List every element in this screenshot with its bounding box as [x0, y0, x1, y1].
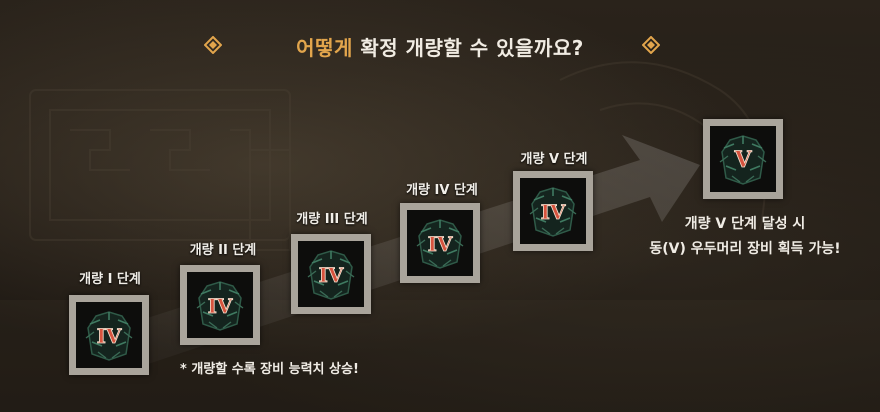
emblem-detail [529, 207, 577, 235]
emblem-detail [531, 187, 575, 237]
emblem-detail [311, 251, 351, 286]
emblem-detail [420, 220, 460, 255]
emblem-detail [198, 281, 242, 331]
armor-emblem-icon: IV [416, 219, 464, 269]
stage-label: 개량 II 단계 [189, 243, 257, 258]
result-description: 개량 V 단계 달성 시 동(V) 우두머리 장비 획득 가능! [600, 212, 880, 262]
armor-emblem-icon: IV [529, 187, 577, 237]
item-slot-4[interactable]: IV [400, 203, 480, 283]
stage-3: 개량 III 단계 [286, 208, 378, 227]
emblem-detail [89, 312, 129, 347]
emblem-detail [85, 331, 133, 359]
emblem-numeral: IV [541, 200, 566, 224]
stage-label: 개량 V 단계 [520, 152, 588, 167]
diamond-icon [642, 36, 660, 54]
emblem-numeral: IV [428, 232, 453, 256]
emblem-detail [719, 155, 767, 183]
emblem-numeral: IV [208, 294, 233, 318]
stage-1: 개량 I 단계 [70, 268, 150, 287]
emblem-detail [309, 250, 353, 300]
item-slot-3[interactable]: IV [291, 234, 371, 314]
page-title: 어떻게 확정 개량할 수 있을까요? [0, 32, 880, 61]
emblem-detail [307, 270, 355, 298]
emblem-detail [200, 282, 240, 317]
emblem-detail [721, 135, 765, 185]
armor-emblem-icon: IV [196, 281, 244, 331]
item-slot-result[interactable]: V [703, 119, 783, 199]
armor-emblem-icon: IV [307, 250, 355, 300]
item-slot-1[interactable]: IV [69, 295, 149, 375]
emblem-numeral: IV [319, 263, 344, 287]
armor-emblem-icon: V [719, 135, 767, 185]
emblem-numeral: V [733, 147, 752, 173]
stage-label: 개량 IV 단계 [406, 183, 478, 198]
stage-2: 개량 II 단계 [180, 239, 266, 258]
title-accent: 어떻게 [296, 36, 353, 60]
stage-label: 개량 I 단계 [79, 272, 141, 287]
emblem-detail [418, 219, 462, 269]
emblem-detail [196, 301, 244, 329]
title-rest: 확정 개량할 수 있을까요? [352, 36, 584, 60]
result-line-1: 개량 V 단계 달성 시 [684, 216, 806, 232]
stage-5: 개량 V 단계 [506, 148, 602, 167]
result-line-2: 동(V) 우두머리 장비 획득 가능! [649, 241, 841, 257]
stage-4: 개량 IV 단계 [394, 179, 490, 198]
emblem-detail [533, 188, 573, 223]
upgrade-note: * 개량할 수록 장비 능력치 상승! [180, 362, 359, 377]
item-slot-2[interactable]: IV [180, 265, 260, 345]
stage-label: 개량 III 단계 [296, 212, 368, 227]
armor-emblem-icon: IV [85, 311, 133, 361]
emblem-numeral: IV [97, 324, 122, 348]
emblem-detail [416, 239, 464, 267]
emblem-detail [723, 136, 763, 171]
diamond-icon [204, 36, 222, 54]
item-slot-5[interactable]: IV [513, 171, 593, 251]
header: 어떻게 확정 개량할 수 있을까요? [0, 28, 880, 64]
emblem-detail [87, 311, 131, 361]
